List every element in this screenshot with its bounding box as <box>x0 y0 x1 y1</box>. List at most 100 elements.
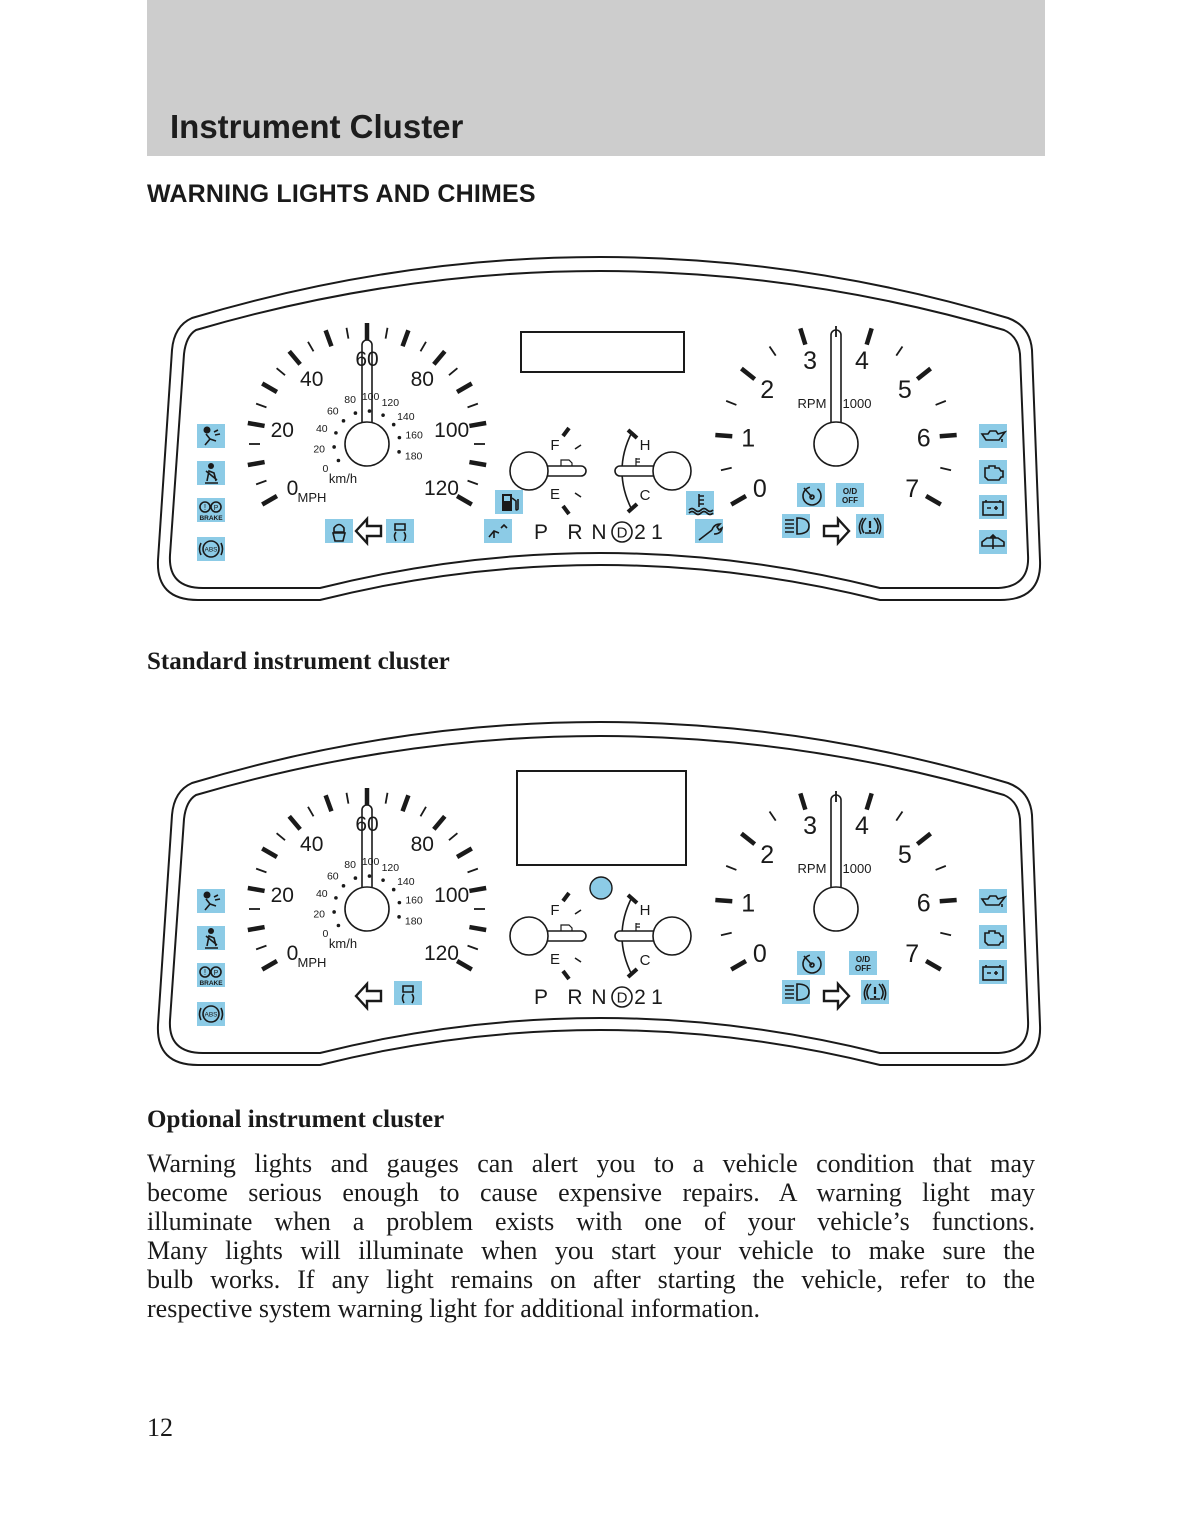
kmh-tick-label: 120 <box>382 862 400 874</box>
mph-tick-label: 100 <box>434 884 469 907</box>
speed-major-tick <box>400 329 411 348</box>
mph-unit-label: MPH <box>298 955 327 970</box>
gear-d-circle <box>611 986 633 1008</box>
gear-P: P <box>534 521 548 544</box>
seatbelt-body <box>205 469 218 484</box>
rpm-major-tick <box>739 831 757 846</box>
mph-tick-label: 40 <box>300 368 323 391</box>
fuel-empty-label: E <box>550 486 560 503</box>
kmh-tick-label: 160 <box>405 430 423 442</box>
kmh-tick-label: 20 <box>313 908 325 920</box>
rpm-major-tick <box>864 792 874 811</box>
speed-minor-tick <box>384 327 389 339</box>
low-fuel-icon <box>495 490 523 514</box>
airbag-icon <box>197 889 225 913</box>
rpm-unit-label: RPM <box>798 396 827 411</box>
body-line: bulb works. If any light remains on afte… <box>147 1265 1035 1294</box>
service-wrench-icon <box>695 519 724 543</box>
fuel-tick <box>561 969 571 981</box>
fuel-tick <box>561 504 571 516</box>
page-number: 12 <box>147 1413 173 1442</box>
rpm-tick-label: 5 <box>898 841 912 869</box>
speed-minor-tick <box>419 341 427 352</box>
engine-outline <box>984 465 1004 481</box>
speed-minor-tick <box>307 806 315 817</box>
speed-major-tick <box>432 349 447 366</box>
parking-circle <box>210 966 222 978</box>
gear-R: R <box>567 986 582 1009</box>
turn-right-arrow-icon <box>822 515 851 547</box>
cruise-dial <box>802 954 822 974</box>
rpm-major-tick <box>715 897 733 904</box>
kmh-tick-label: 180 <box>405 915 423 927</box>
cruise-control-icon <box>797 483 825 507</box>
gear-2: 2 <box>634 521 646 544</box>
rpm-tick-label: 7 <box>905 940 919 968</box>
speed-minor-tick <box>467 867 479 874</box>
kmh-dot <box>391 422 396 427</box>
temp-cold-label: C <box>640 487 651 504</box>
abs-arcs <box>198 542 224 556</box>
speed-minor-tick <box>384 792 389 804</box>
battery-body <box>982 966 1004 981</box>
brake-text: BRAKE <box>199 515 223 522</box>
kmh-tick-label: 100 <box>362 391 380 403</box>
abs-circle <box>202 540 220 558</box>
rpm-minor-tick <box>895 345 904 357</box>
oil-pressure-icon <box>979 889 1008 913</box>
kmh-dot <box>397 915 401 919</box>
kmh-unit-label: km/h <box>329 471 357 486</box>
rpm-minor-tick <box>935 865 947 871</box>
fuel-full-label: F <box>550 902 559 919</box>
rpm-tick-label: 0 <box>753 475 767 503</box>
temperature-gauge: HC <box>614 893 692 979</box>
headlamp-shape <box>785 983 810 1001</box>
kmh-dot <box>341 419 346 423</box>
kmh-tick-label: 140 <box>397 411 415 423</box>
rpm-minor-tick <box>768 345 777 357</box>
rpm-major-tick <box>739 366 757 381</box>
rpm-tick-label: 3 <box>803 812 817 840</box>
mph-unit-label: MPH <box>298 490 327 505</box>
speed-major-tick <box>432 814 447 831</box>
indicator-background <box>782 980 810 1004</box>
rpm-tick-label: 6 <box>917 889 931 917</box>
kmh-dot <box>353 411 358 415</box>
parking-circle <box>210 501 222 513</box>
off-text: OFF <box>855 964 871 973</box>
coolant-temp-icon <box>686 491 714 516</box>
rpm-major-tick <box>864 327 874 346</box>
rpm-major-tick <box>730 494 748 507</box>
rpm-major-tick <box>798 327 808 346</box>
fuel-tick <box>561 426 571 438</box>
mph-tick-label: 60 <box>355 348 378 371</box>
indicator-background <box>484 519 512 543</box>
thermometer-mark <box>635 458 640 466</box>
standard-cluster-caption: Standard instrument cluster <box>147 648 450 675</box>
wrench-shape <box>698 523 724 541</box>
battery-terminals <box>985 500 1001 510</box>
message-display <box>520 331 685 373</box>
tachometer-hub <box>813 886 859 932</box>
cluster-housing-inner <box>168 270 1030 589</box>
rpm-minor-tick <box>725 865 737 871</box>
indicator-background <box>394 981 422 1005</box>
body-line: become serious enough to cause expensive… <box>147 1178 1035 1207</box>
airbag-head <box>203 891 211 899</box>
fuel-tick <box>574 492 582 498</box>
car-outline <box>981 533 1005 549</box>
kmh-dot <box>381 878 385 882</box>
message-center-display <box>516 770 687 866</box>
kmh-dot <box>381 413 385 417</box>
rpm-tick-label: 1 <box>741 424 755 452</box>
body-line: respective system warning light for addi… <box>147 1294 761 1323</box>
fuel-pump <box>502 494 512 511</box>
speed-major-tick <box>247 885 265 894</box>
page-title: Instrument Cluster <box>170 108 464 145</box>
